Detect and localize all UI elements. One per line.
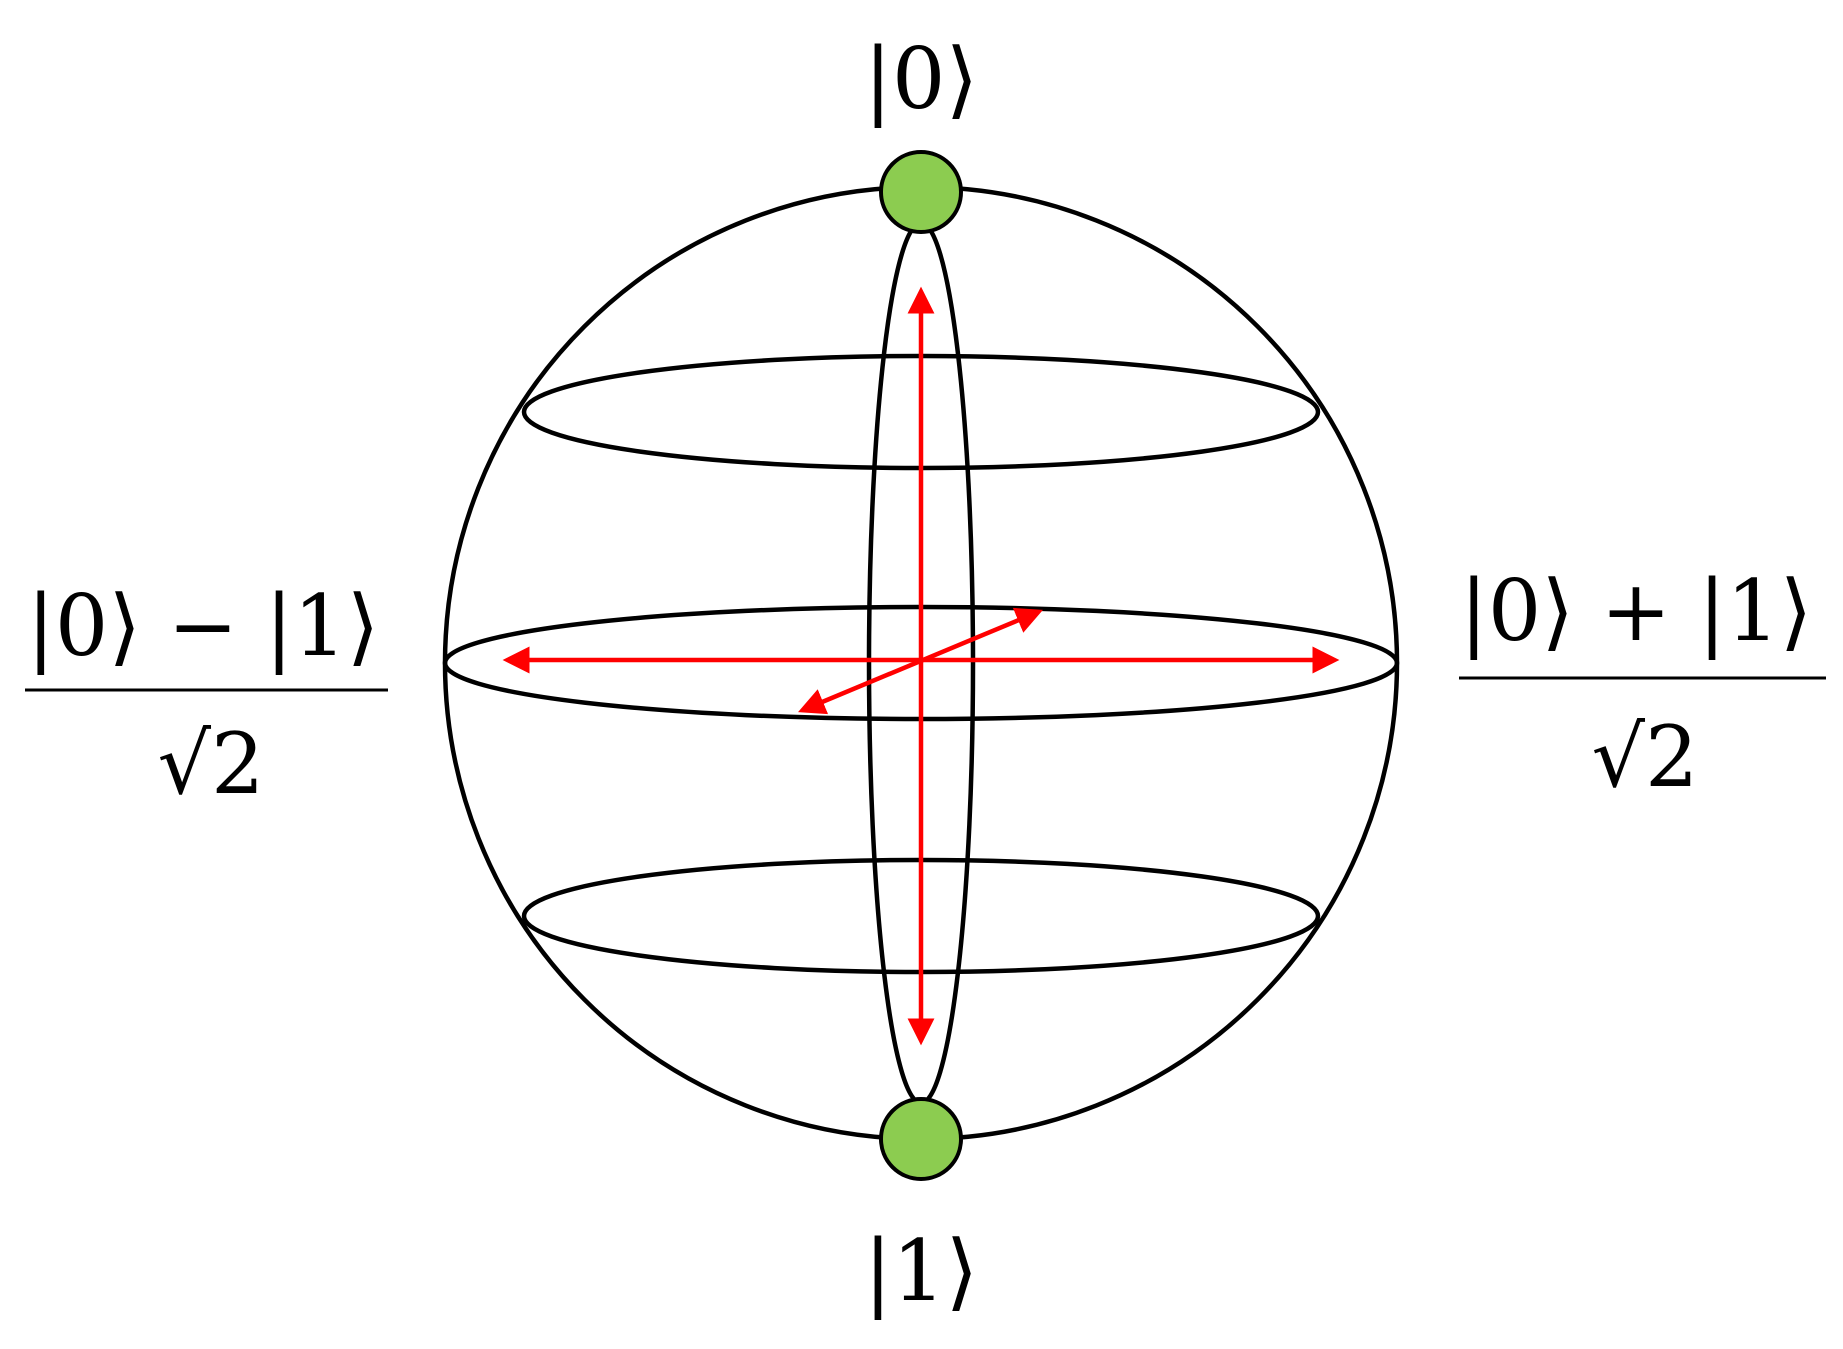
north-pole-dot (879, 150, 963, 234)
depth-axis-arrow (798, 607, 1043, 715)
right-numerator: |0⟩ + |1⟩ (1460, 562, 1813, 660)
left-state-label: |0⟩ − |1⟩ √2 (25, 577, 388, 813)
south-pole-dot (879, 1097, 963, 1181)
top-pole-label: |0⟩ (864, 30, 979, 128)
right-denominator: √2 (1592, 708, 1699, 806)
left-denominator: √2 (158, 715, 265, 813)
left-numerator: |0⟩ − |1⟩ (27, 577, 380, 675)
bottom-pole-label: |1⟩ (864, 1222, 979, 1320)
right-state-label: |0⟩ + |1⟩ √2 (1459, 562, 1826, 806)
